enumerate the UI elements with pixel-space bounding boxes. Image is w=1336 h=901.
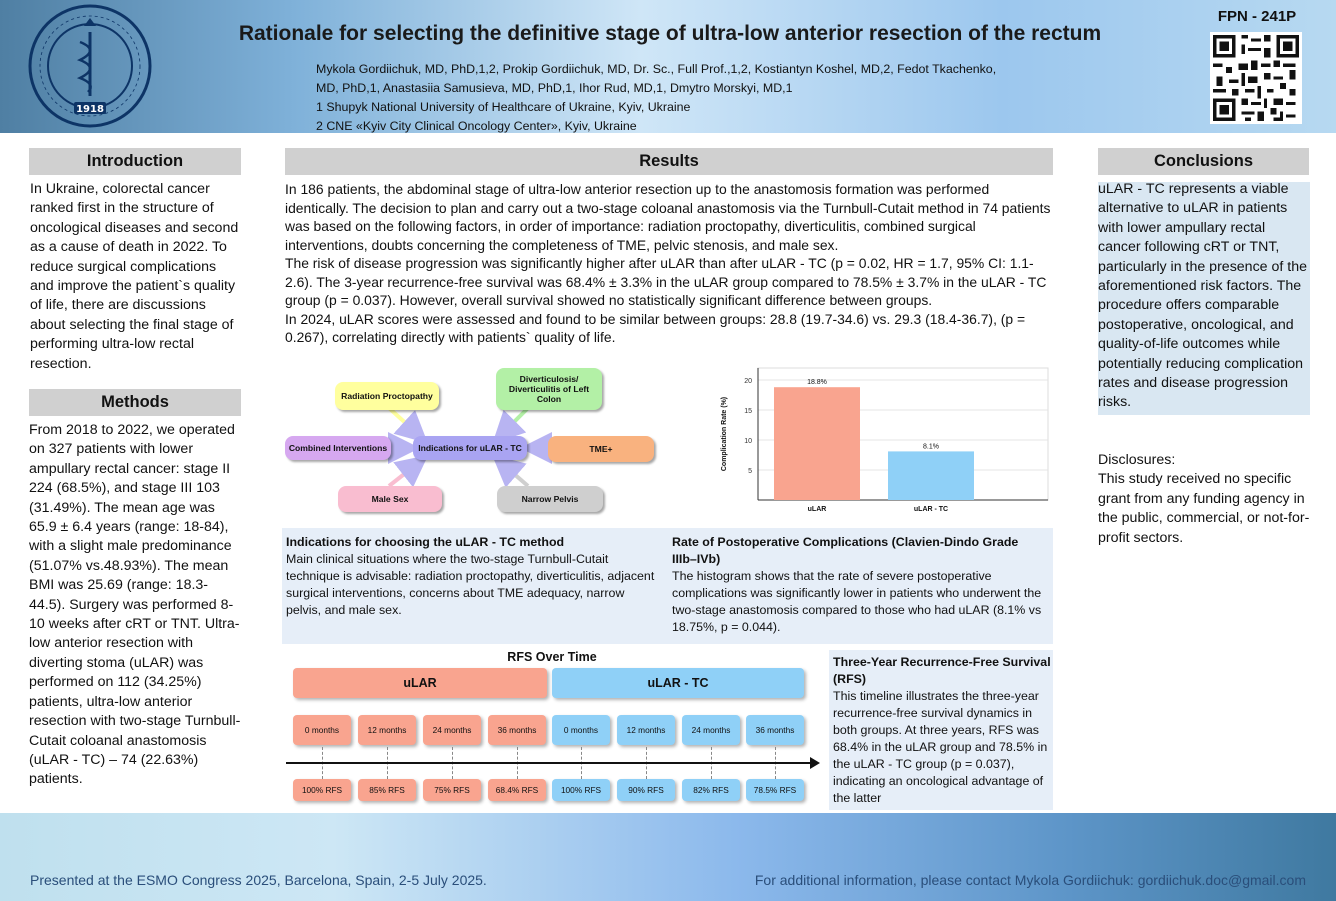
timeline-group-ular: uLAR bbox=[293, 668, 547, 698]
contact-note[interactable]: For additional information, please conta… bbox=[754, 872, 1306, 888]
chart-y-tick-label: 20 bbox=[744, 378, 752, 385]
timeline-rfs-box: 68.4% RFS bbox=[488, 779, 546, 801]
chart-y-tick-label: 5 bbox=[748, 468, 752, 475]
timeline-month-box: 36 months bbox=[488, 715, 546, 745]
diagram-node-tme: TME+ bbox=[548, 436, 654, 462]
poster-footer: Presented at the ESMO Congress 2025, Bar… bbox=[0, 813, 1336, 901]
affiliation-2: 2 CNE «Kyiv City Clinical Oncology Cente… bbox=[316, 119, 637, 133]
timeline-rfs-box: 82% RFS bbox=[682, 779, 740, 801]
qr-code-icon[interactable] bbox=[1210, 32, 1302, 124]
poster-header: 1918 Rationale for selecting the definit… bbox=[0, 0, 1336, 133]
results-text: In 186 patients, the abdominal stage of … bbox=[285, 180, 1055, 347]
logo-year: 1918 bbox=[76, 104, 104, 115]
complications-caption-body: The histogram shows that the rate of sev… bbox=[672, 569, 1042, 634]
figure-captions-band: Indications for choosing the uLAR - TC m… bbox=[282, 528, 1053, 644]
results-paragraph-2: The risk of disease progression was sign… bbox=[285, 255, 1047, 308]
timeline-rfs-box: 78.5% RFS bbox=[746, 779, 804, 801]
timeline-rfs-box: 85% RFS bbox=[358, 779, 416, 801]
rfs-caption-body: This timeline illustrates the three-year… bbox=[833, 689, 1048, 805]
introduction-heading: Introduction bbox=[29, 148, 241, 175]
timeline-month-box: 24 months bbox=[423, 715, 481, 745]
timeline-rfs-box: 75% RFS bbox=[423, 779, 481, 801]
disclosures-title: Disclosures: bbox=[1098, 452, 1176, 468]
affiliation-1: 1 Shupyk National University of Healthca… bbox=[316, 100, 691, 114]
timeline-month-box: 12 months bbox=[358, 715, 416, 745]
timeline-month-box: 0 months bbox=[552, 715, 610, 745]
conclusions-box: uLAR - TC represents a viable alternativ… bbox=[1098, 181, 1310, 415]
indications-caption: Indications for choosing the uLAR - TC m… bbox=[286, 534, 656, 619]
complications-caption: Rate of Postoperative Complications (Cla… bbox=[672, 534, 1044, 636]
poster-title: Rationale for selecting the definitive s… bbox=[238, 22, 1102, 45]
chart-x-tick-label: uLAR - TC bbox=[914, 506, 948, 513]
congress-note: Presented at the ESMO Congress 2025, Bar… bbox=[30, 872, 487, 888]
diagram-node-male-sex: Male Sex bbox=[338, 486, 442, 512]
chart-data-label: 18.8% bbox=[807, 379, 827, 386]
chart-y-tick-label: 15 bbox=[744, 408, 752, 415]
chart-y-tick-label: 10 bbox=[744, 438, 752, 445]
indications-caption-body: Main clinical situations where the two-s… bbox=[286, 552, 655, 617]
timeline-month-box: 0 months bbox=[293, 715, 351, 745]
timeline-group-ular-tc: uLAR - TC bbox=[552, 668, 804, 698]
authors-line-2: MD, PhD,1, Anastasiia Samusieva, MD, PhD… bbox=[316, 81, 793, 95]
timeline-rfs-box: 100% RFS bbox=[293, 779, 351, 801]
chart-data-label: 8.1% bbox=[923, 443, 939, 450]
rfs-caption-band: Three-Year Recurrence-Free Survival (RFS… bbox=[829, 650, 1053, 810]
diagram-node-center: Indications for uLAR - TC bbox=[413, 436, 527, 460]
diagram-node-narrow-pelvis: Narrow Pelvis bbox=[497, 486, 603, 512]
indications-diagram: Radiation Proctopathy Diverticulosis/ Di… bbox=[282, 362, 662, 522]
timeline-rfs-box: 90% RFS bbox=[617, 779, 675, 801]
university-seal-icon: 1918 bbox=[28, 4, 152, 128]
disclosures: Disclosures: This study received no spec… bbox=[1098, 451, 1310, 548]
timeline-month-box: 36 months bbox=[746, 715, 804, 745]
complications-caption-title: Rate of Postoperative Complications (Cla… bbox=[672, 535, 1019, 566]
timeline-rfs-box: 100% RFS bbox=[552, 779, 610, 801]
introduction-text: In Ukraine, colorectal cancer ranked fir… bbox=[30, 181, 239, 372]
diagram-node-radiation-proctopathy: Radiation Proctopathy bbox=[335, 382, 439, 410]
disclosures-text: This study received no specific grant fr… bbox=[1098, 471, 1310, 546]
poster-id: FPN - 241P bbox=[1217, 8, 1297, 25]
methods-heading: Methods bbox=[29, 389, 241, 416]
timeline-month-box: 24 months bbox=[682, 715, 740, 745]
chart-bar bbox=[774, 387, 860, 500]
diagram-node-diverticulosis: Diverticulosis/ Diverticulitis of Left C… bbox=[496, 368, 602, 410]
rfs-timeline: RFS Over Time uLAR uLAR - TC 0 months 100… bbox=[282, 648, 822, 808]
chart-y-axis-label: Complication Rate (%) bbox=[721, 397, 728, 471]
results-heading: Results bbox=[285, 148, 1053, 175]
conclusions-heading: Conclusions bbox=[1098, 148, 1309, 175]
author-block: Mykola Gordiichuk, MD, PhD,1,2, Prokip G… bbox=[316, 60, 1076, 136]
methods-text: From 2018 to 2022, we operated on 327 pa… bbox=[29, 422, 241, 788]
diagram-node-combined-interventions: Combined Interventions bbox=[285, 436, 391, 460]
results-paragraph-1: In 186 patients, the abdominal stage of … bbox=[285, 181, 1051, 253]
timeline-title: RFS Over Time bbox=[507, 650, 597, 664]
conclusions-text: uLAR - TC represents a viable alternativ… bbox=[1098, 181, 1307, 411]
timeline-month-box: 12 months bbox=[617, 715, 675, 745]
timeline-axis bbox=[286, 757, 820, 769]
chart-x-tick-label: uLAR bbox=[808, 506, 827, 513]
chart-bar bbox=[888, 451, 974, 500]
rfs-caption-title: Three-Year Recurrence-Free Survival (RFS… bbox=[833, 655, 1051, 686]
authors-line-1: Mykola Gordiichuk, MD, PhD,1,2, Prokip G… bbox=[316, 62, 997, 76]
indications-caption-title: Indications for choosing the uLAR - TC m… bbox=[286, 535, 565, 549]
results-paragraph-3: In 2024, uLAR scores were assessed and f… bbox=[285, 310, 1026, 346]
rfs-caption: Three-Year Recurrence-Free Survival (RFS… bbox=[833, 654, 1053, 807]
